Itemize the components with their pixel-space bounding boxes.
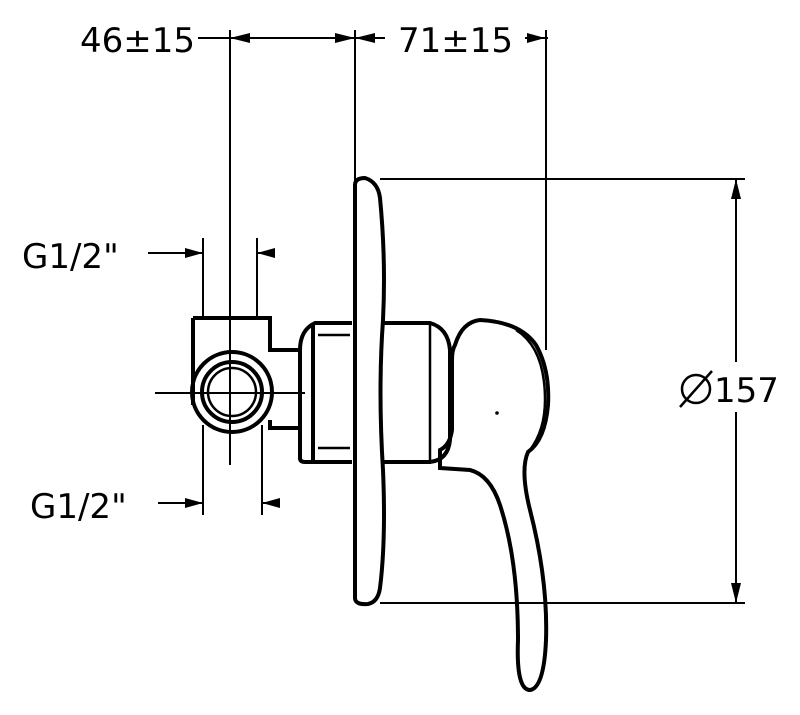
- handle-marker-dot: [495, 411, 499, 415]
- dim-thread-top-label: G1/2": [22, 237, 119, 277]
- cartridge-housing: [298, 321, 352, 464]
- mixer-handle: [384, 317, 551, 693]
- dim-line-diameter: [380, 178, 745, 604]
- dim-thread-bottom-label: G1/2": [30, 487, 127, 527]
- dim-offset-right-label: 71±15: [398, 21, 513, 61]
- dim-diameter-label: 157: [714, 371, 779, 411]
- dim-line-offset-right: [355, 33, 548, 43]
- dim-line-thread-top: [148, 238, 275, 318]
- diameter-symbol-icon: [679, 370, 713, 408]
- dim-offset-left-label: 46±15: [80, 21, 195, 61]
- dim-line-thread-bottom: [158, 425, 280, 515]
- cover-plate: [353, 175, 386, 607]
- dim-line-offset-left: [198, 33, 355, 43]
